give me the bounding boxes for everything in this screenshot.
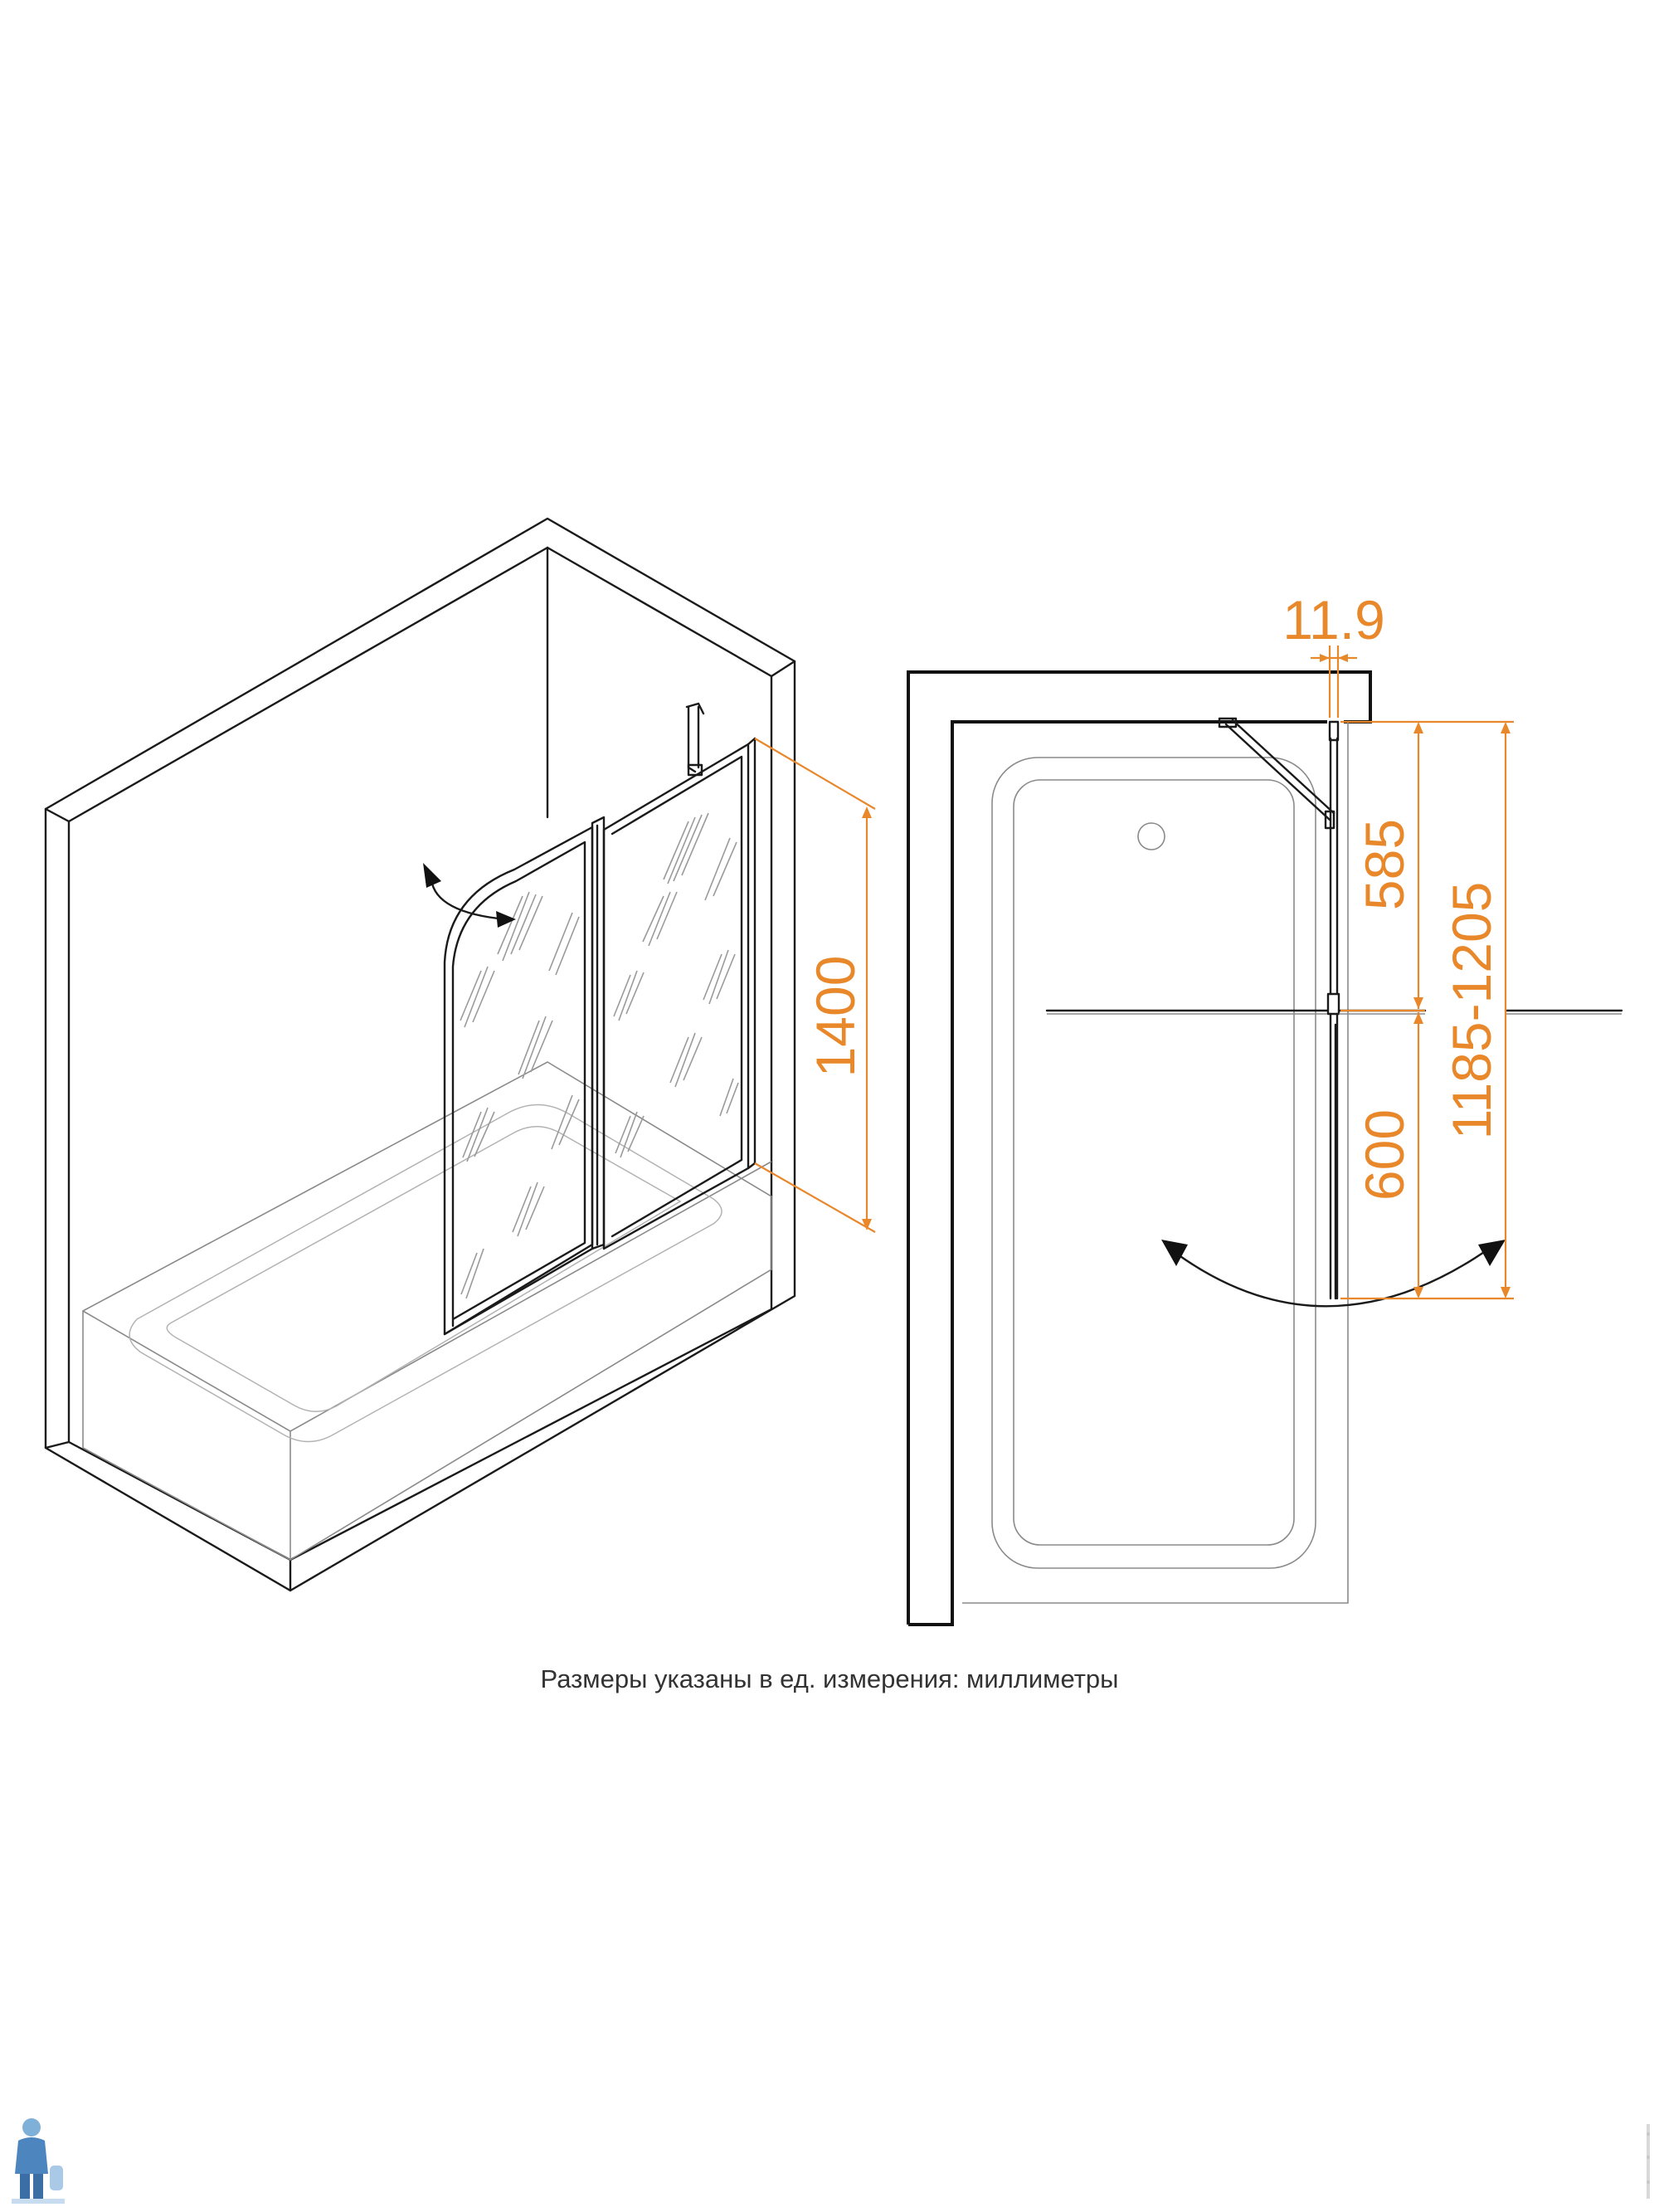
- units-caption: Размеры указаны в ед. измерения: миллиме…: [540, 1664, 1119, 1693]
- plan-wall: [907, 670, 1372, 1625]
- dim-gap-label: 11.9: [1282, 589, 1385, 650]
- watermark-icon: [1647, 2124, 1650, 2199]
- plan-view: 11.9 585 600 1185-1205: [907, 589, 1623, 1626]
- height-dimension: 1400: [754, 738, 876, 1233]
- panel-part-dimension: 585: [1354, 722, 1423, 1009]
- plan-bathtub: [962, 722, 1349, 1604]
- gap-dimension: 11.9: [1282, 589, 1385, 718]
- fixed-part-dimension: 600: [1354, 1012, 1423, 1298]
- swing-panel-hatching: [460, 891, 580, 1299]
- plan-glass: [1326, 720, 1340, 1300]
- dim-fixed-part-label: 600: [1354, 1109, 1415, 1201]
- drain-icon: [1137, 822, 1165, 850]
- plan-swing-arrow-icon: [1161, 1240, 1506, 1308]
- swing-glass-panel: [443, 826, 594, 1336]
- wall-bracket: [685, 702, 705, 777]
- plumber-figure-icon: [12, 2118, 65, 2204]
- fixed-panel-hatching: [613, 812, 739, 1158]
- support-bar: [1218, 717, 1335, 830]
- total-width-dimension: 1185-1205: [1441, 722, 1511, 1298]
- wall-outline: [44, 517, 796, 1592]
- central-profile: [591, 816, 606, 1250]
- swing-arrow-icon: [423, 863, 516, 928]
- isometric-view: 1400: [44, 517, 876, 1592]
- dim-height-label: 1400: [805, 956, 866, 1078]
- dim-total-width-label: 1185-1205: [1441, 882, 1502, 1140]
- dim-panel-part-label: 585: [1354, 819, 1415, 910]
- bathtub: [82, 1061, 772, 1561]
